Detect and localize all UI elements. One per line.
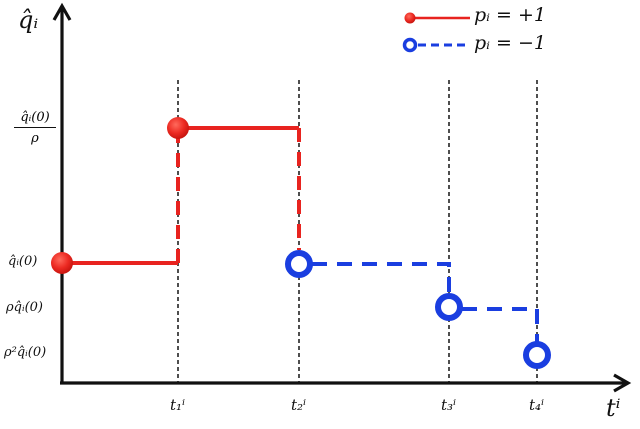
legend-graphics (402, 12, 470, 53)
series-positive (62, 126, 301, 265)
x-tick-t2: t₂ⁱ (291, 396, 307, 414)
legend-label-negative: pᵢ = −1 (474, 32, 546, 54)
x-axis-arrow-icon (613, 373, 632, 393)
y-axis-arrow-icon (52, 2, 72, 21)
x-tick-t3: t₃ⁱ (441, 396, 457, 414)
series-negative (312, 262, 539, 342)
x-axis-title: tⁱ (606, 394, 621, 422)
legend-blue-marker-icon (402, 37, 418, 53)
blue-marker-t2 (285, 250, 313, 278)
legend-red-marker-icon (404, 12, 416, 24)
axes (52, 2, 632, 393)
time-guides (177, 80, 538, 383)
blue-segment-t3-t4 (462, 307, 539, 342)
y-tick-rho-q0: ρq̂ᵢ(0) (6, 300, 43, 315)
blue-marker-t4 (523, 341, 551, 369)
x-tick-t1: t₁ⁱ (170, 396, 186, 414)
blue-marker-t3 (435, 293, 463, 321)
y-tick-frac-numerator: q̂ᵢ(0) (14, 110, 56, 128)
blue-segment-t2-t3 (312, 262, 451, 292)
y-tick-rho2-q0: ρ²q̂ᵢ(0) (4, 345, 47, 360)
red-marker-origin (51, 252, 73, 274)
legend-label-positive: pᵢ = +1 (474, 4, 546, 26)
y-axis-title: q̂ᵢ (18, 6, 39, 34)
red-marker-t1 (167, 117, 189, 139)
y-tick-q0-over-rho: q̂ᵢ(0) ρ (14, 110, 56, 146)
y-tick-frac-denominator: ρ (31, 131, 39, 146)
x-tick-t4: t₄ⁱ (529, 396, 545, 414)
y-tick-q0: q̂ᵢ(0) (8, 254, 38, 269)
